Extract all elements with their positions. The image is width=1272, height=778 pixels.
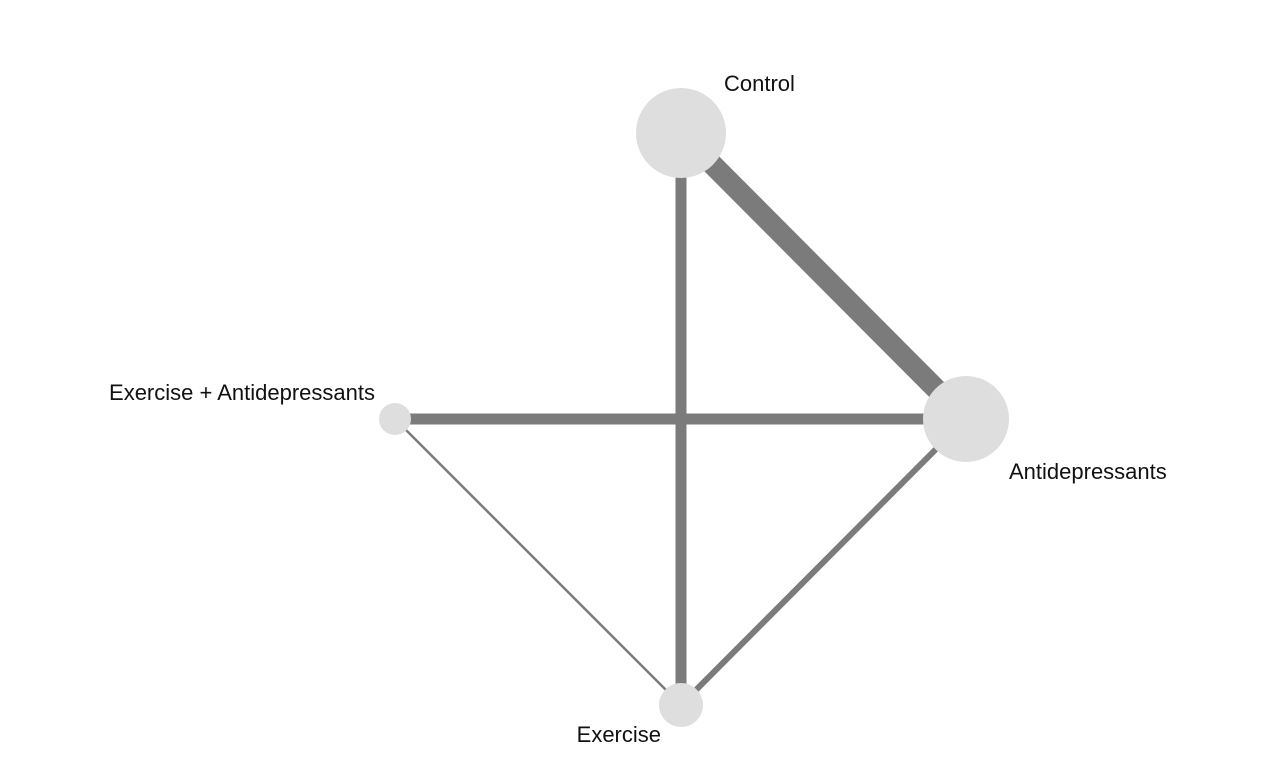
label-exercise: Exercise xyxy=(577,722,661,747)
labels-layer: Control Antidepressants Exercise + Antid… xyxy=(109,71,1167,747)
edge-antidepressants-exercise xyxy=(678,416,969,708)
edge-exercise-antidepressants-to-exercise xyxy=(394,418,682,706)
label-exercise-antidepressants: Exercise + Antidepressants xyxy=(109,380,375,405)
node-exercise-antidepressants xyxy=(379,403,411,435)
node-antidepressants xyxy=(923,376,1009,462)
label-control: Control xyxy=(724,71,795,96)
node-control xyxy=(636,88,726,178)
edge-control-antidepressants xyxy=(673,125,974,427)
label-antidepressants: Antidepressants xyxy=(1009,459,1167,484)
edges-layer xyxy=(394,125,974,708)
nodes-layer xyxy=(379,88,1009,727)
node-exercise xyxy=(659,683,703,727)
